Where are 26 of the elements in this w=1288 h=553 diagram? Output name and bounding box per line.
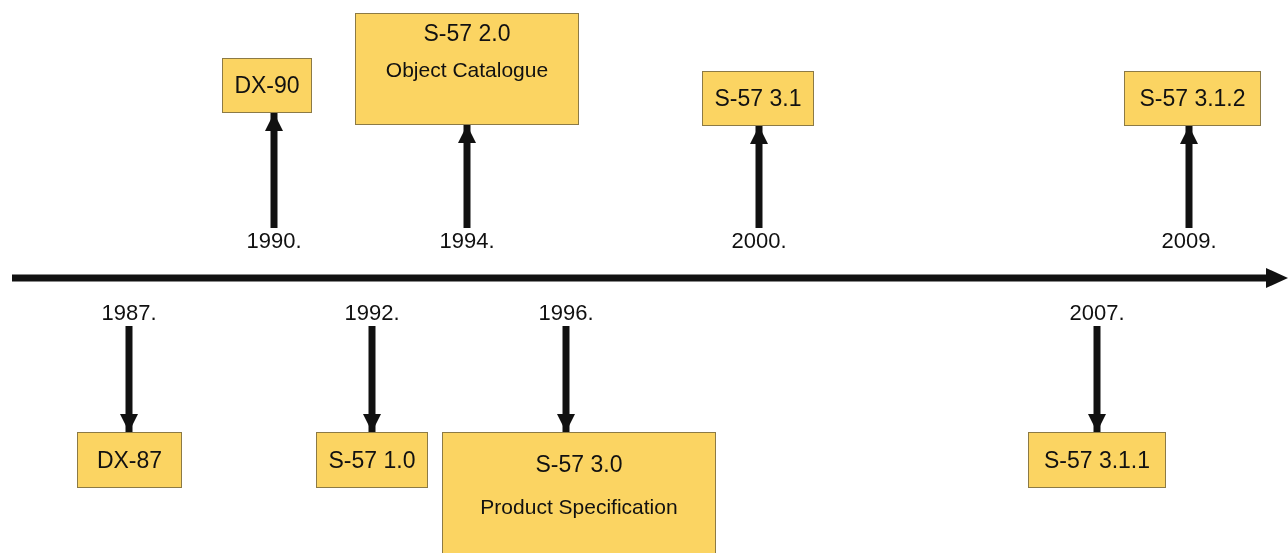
box-text: S-57 3.1.1 xyxy=(1043,446,1151,474)
year-label: 1996. xyxy=(536,300,596,326)
box-text: DX-90 xyxy=(234,72,300,99)
year-label: 2009. xyxy=(1159,228,1219,254)
year-label: 2007. xyxy=(1066,300,1128,326)
version-box xyxy=(316,432,428,488)
version-box xyxy=(442,432,716,553)
version-box xyxy=(702,71,814,126)
version-box xyxy=(1028,432,1166,488)
box-text: S-57 2.0 xyxy=(423,20,511,47)
year-label: 1994. xyxy=(437,228,497,254)
box-text: S-57 3.0 xyxy=(535,451,623,478)
box-text: Product Specification xyxy=(480,495,678,520)
box-text: S-57 1.0 xyxy=(328,446,416,474)
year-label: 1990. xyxy=(244,228,304,254)
version-box xyxy=(77,432,182,488)
version-box xyxy=(1124,71,1261,126)
year-label: 2000. xyxy=(727,228,791,254)
year-label: 1987. xyxy=(99,300,159,326)
box-text: DX-87 xyxy=(96,446,163,474)
box-text: S-57 3.1.2 xyxy=(1139,85,1246,112)
year-label: 1992. xyxy=(342,300,402,326)
version-box xyxy=(355,13,579,125)
box-text: Object Catalogue xyxy=(385,58,549,83)
version-box xyxy=(222,58,312,113)
box-text: S-57 3.1 xyxy=(714,85,802,112)
